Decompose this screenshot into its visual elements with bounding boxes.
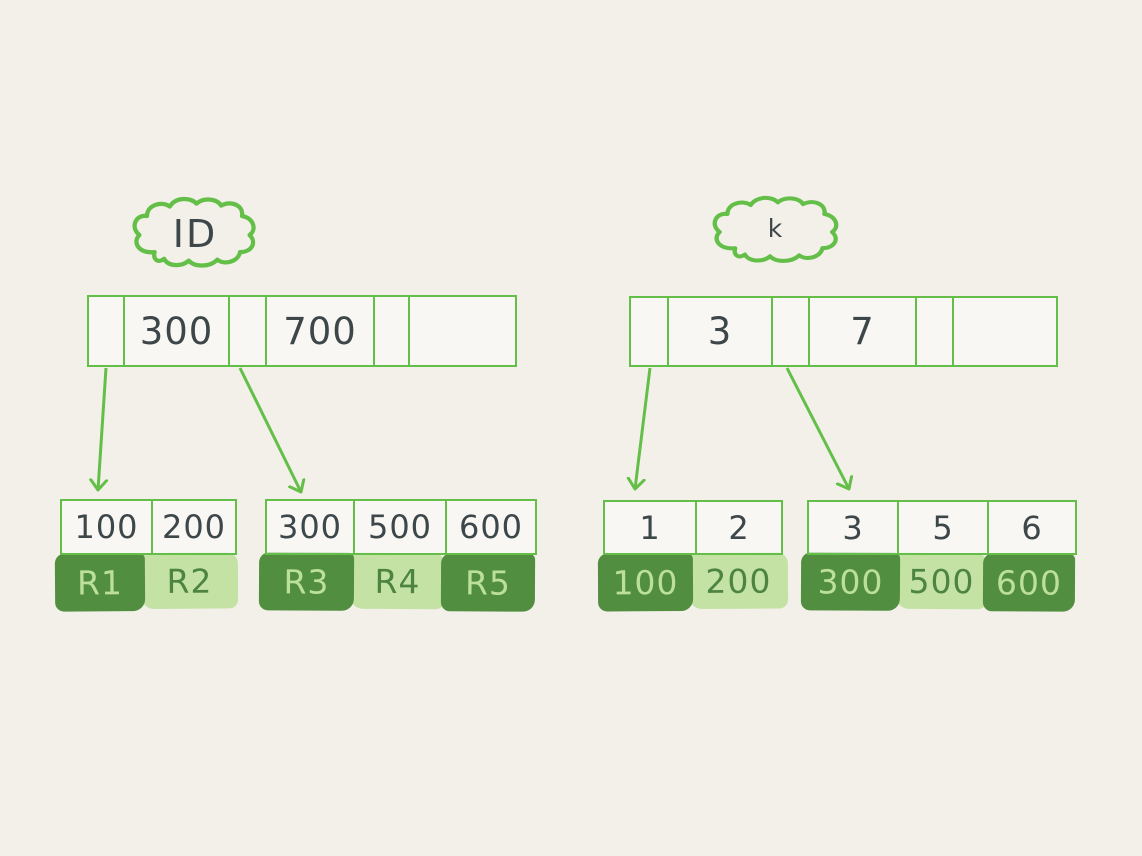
id-root-empty-cell xyxy=(410,297,515,365)
primary-key-block: 200 xyxy=(688,552,789,610)
leaf-key-cell: 3 xyxy=(809,502,899,553)
leaf-key-cell: 6 xyxy=(989,502,1075,553)
id-root-key-cell: 300 xyxy=(125,297,230,365)
k-cloud-label: k xyxy=(767,213,783,243)
id-leaf1-row-pointers: R1 R2 xyxy=(54,552,239,612)
id-root-key-cell: 700 xyxy=(267,297,375,365)
id-cloud-label: ID xyxy=(172,212,218,256)
leaf-key-cell: 5 xyxy=(899,502,989,553)
row-pointer-block: R1 xyxy=(54,553,146,612)
leaf-key-cell: 100 xyxy=(62,501,153,553)
k-root-pointer-cell xyxy=(917,298,954,365)
leaf-key-cell: 1 xyxy=(605,502,697,553)
k-root-pointer-cell xyxy=(773,298,810,365)
k-root-key-cell: 3 xyxy=(669,298,773,365)
id-root-pointer-cell xyxy=(230,297,267,365)
id-root-pointer-cell xyxy=(89,297,125,365)
primary-key-block: 100 xyxy=(597,553,694,612)
k-root-empty-cell xyxy=(954,298,1056,365)
k-leaf2-keys: 3 5 6 xyxy=(807,500,1077,555)
primary-key-block: 300 xyxy=(800,552,901,611)
arrow-k-root-to-leaf1 xyxy=(635,367,652,489)
leaf-key-cell: 300 xyxy=(267,501,355,553)
primary-key-block: 600 xyxy=(982,553,1076,612)
arrow-k-root-to-leaf2 xyxy=(785,367,849,489)
row-pointer-block: R4 xyxy=(349,552,446,610)
arrow-id-root-to-leaf1 xyxy=(98,367,106,490)
row-pointer-block: R5 xyxy=(440,553,536,612)
k-root-node: 3 7 xyxy=(629,296,1058,367)
id-root-node: 300 700 xyxy=(87,295,517,367)
leaf-key-cell: 2 xyxy=(697,502,781,553)
id-root-pointer-cell xyxy=(375,297,410,365)
row-pointer-block: R2 xyxy=(140,552,239,610)
k-leaf1-primary-keys: 100 200 xyxy=(597,552,789,612)
arrow-id-root-to-leaf2 xyxy=(238,367,301,492)
k-root-key-cell: 7 xyxy=(810,298,917,365)
k-leaf2-primary-keys: 300 500 600 xyxy=(800,552,1076,612)
k-leaf1-keys: 1 2 xyxy=(603,500,783,555)
leaf-key-cell: 500 xyxy=(355,501,447,553)
id-leaf1-keys: 100 200 xyxy=(60,499,237,555)
id-leaf2-row-pointers: R3 R4 R5 xyxy=(258,552,536,612)
primary-key-block: 500 xyxy=(895,552,988,610)
row-pointer-block: R3 xyxy=(258,552,355,611)
leaf-key-cell: 200 xyxy=(153,501,235,553)
k-root-pointer-cell xyxy=(631,298,669,365)
leaf-key-cell: 600 xyxy=(447,501,535,553)
id-leaf2-keys: 300 500 600 xyxy=(265,499,537,555)
